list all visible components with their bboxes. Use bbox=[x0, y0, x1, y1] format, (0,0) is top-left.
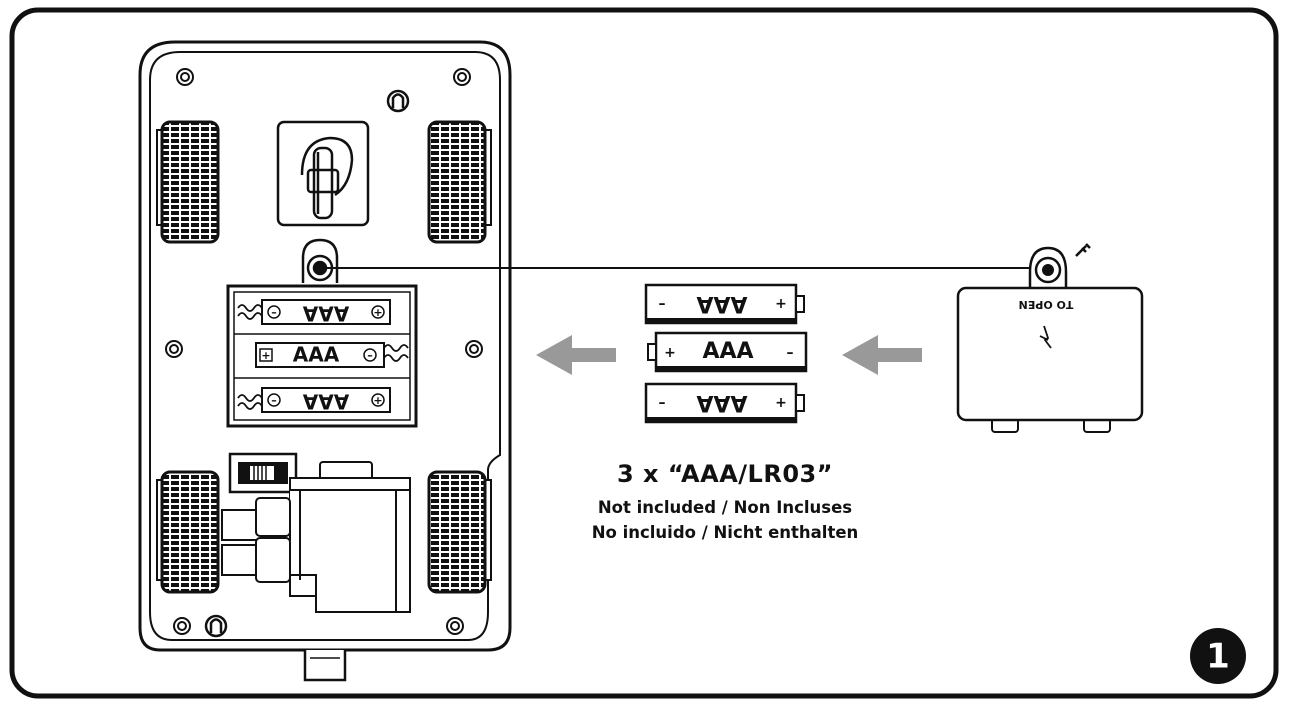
svg-text:AAA: AAA bbox=[302, 302, 349, 326]
loose-battery-2: + – AAA bbox=[647, 331, 808, 373]
screwdriver-icon bbox=[1039, 325, 1052, 349]
device-underside: – + AAA + – AAA – + AAA bbox=[138, 40, 512, 682]
step-number-badge: 1 bbox=[1190, 628, 1246, 684]
caster-wheel bbox=[276, 120, 370, 227]
svg-text:+: + bbox=[664, 345, 676, 361]
insert-arrow-right bbox=[842, 335, 922, 375]
svg-text:+: + bbox=[261, 349, 270, 362]
svg-text:AAA: AAA bbox=[293, 343, 340, 367]
device-hooks bbox=[204, 89, 410, 638]
battery-note-line-2: No incluido / Nicht enthalten bbox=[591, 523, 859, 542]
svg-text:1: 1 bbox=[1206, 637, 1230, 677]
insert-arrow-left bbox=[536, 335, 616, 375]
power-switch bbox=[228, 452, 298, 494]
loose-battery-3: – + AAA bbox=[644, 382, 805, 424]
svg-text:AAA: AAA bbox=[702, 339, 753, 364]
svg-text:–: – bbox=[367, 349, 373, 362]
outer-frame bbox=[9, 7, 1279, 699]
battery-requirement-title: 3 x “AAA/LR03” bbox=[616, 460, 833, 488]
battery-note-line-1: Not included / Non Incluses bbox=[597, 498, 853, 517]
svg-text:–: – bbox=[271, 394, 277, 407]
svg-text:–: – bbox=[659, 296, 666, 312]
svg-text:AAA: AAA bbox=[302, 390, 349, 414]
screw-icon bbox=[1075, 243, 1091, 257]
svg-text:–: – bbox=[271, 306, 277, 319]
svg-text:AAA: AAA bbox=[696, 291, 747, 316]
compartment-battery-2: + – AAA bbox=[255, 342, 385, 368]
loose-battery-1: – + AAA bbox=[644, 283, 805, 325]
battery-door: TO OPEN bbox=[956, 243, 1144, 433]
svg-text:+: + bbox=[373, 394, 382, 407]
svg-text:TO OPEN: TO OPEN bbox=[1019, 298, 1074, 311]
compartment-battery-1: – + AAA bbox=[261, 299, 391, 326]
svg-text:+: + bbox=[775, 395, 787, 411]
svg-text:–: – bbox=[659, 395, 666, 411]
svg-text:+: + bbox=[775, 296, 787, 312]
svg-text:AAA: AAA bbox=[696, 390, 747, 415]
device-screws bbox=[165, 68, 483, 635]
battery-compartment: – + AAA + – AAA – + AAA bbox=[226, 284, 418, 428]
svg-text:+: + bbox=[373, 306, 382, 319]
svg-text:–: – bbox=[787, 345, 794, 361]
door-screw-tab bbox=[301, 238, 339, 283]
compartment-battery-3: – + AAA bbox=[261, 387, 391, 414]
motor-housing bbox=[221, 461, 411, 613]
device-wheels bbox=[156, 120, 492, 594]
